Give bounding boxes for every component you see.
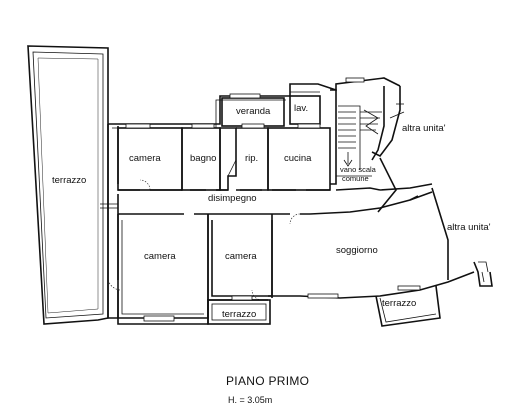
- label-lav: lav.: [294, 103, 308, 114]
- label-comune: comune: [342, 174, 369, 183]
- stairwell: [330, 86, 405, 213]
- terrace-left: [27, 45, 109, 325]
- label-terrazzo-bottom: terrazzo: [222, 309, 256, 320]
- room-labels: terrazzo veranda lav. camera bagno rip. …: [52, 103, 491, 320]
- label-cucina: cucina: [284, 153, 312, 164]
- label-camera-mid: camera: [225, 251, 257, 262]
- right-edge-structure: [473, 261, 493, 287]
- label-disimpegno: disimpegno: [208, 193, 257, 204]
- label-bagno: bagno: [190, 153, 216, 164]
- label-soggiorno: soggiorno: [336, 245, 378, 256]
- label-camera-left: camera: [144, 251, 176, 262]
- label-altra-unita-right: altra unita': [447, 222, 491, 233]
- label-terrazzo-right: terrazzo: [382, 298, 416, 309]
- terrace-right: [375, 285, 441, 327]
- windows-top: [125, 77, 365, 129]
- door-swings: [107, 179, 301, 301]
- label-rip: rip.: [245, 153, 258, 164]
- windows-bottom: [143, 285, 421, 322]
- label-camera-top: camera: [129, 153, 161, 164]
- label-vano-scala: vano scala: [340, 165, 377, 174]
- label-veranda: veranda: [236, 106, 271, 117]
- plan-title: PIANO PRIMO: [226, 374, 309, 388]
- corridor-walls: [100, 183, 433, 215]
- label-terrazzo-left: terrazzo: [52, 175, 86, 186]
- label-altra-unita-top: altra unita': [402, 123, 446, 134]
- plan-footer: PIANO PRIMO H. = 3.05m: [226, 374, 309, 405]
- plan-height: H. = 3.05m: [228, 395, 272, 405]
